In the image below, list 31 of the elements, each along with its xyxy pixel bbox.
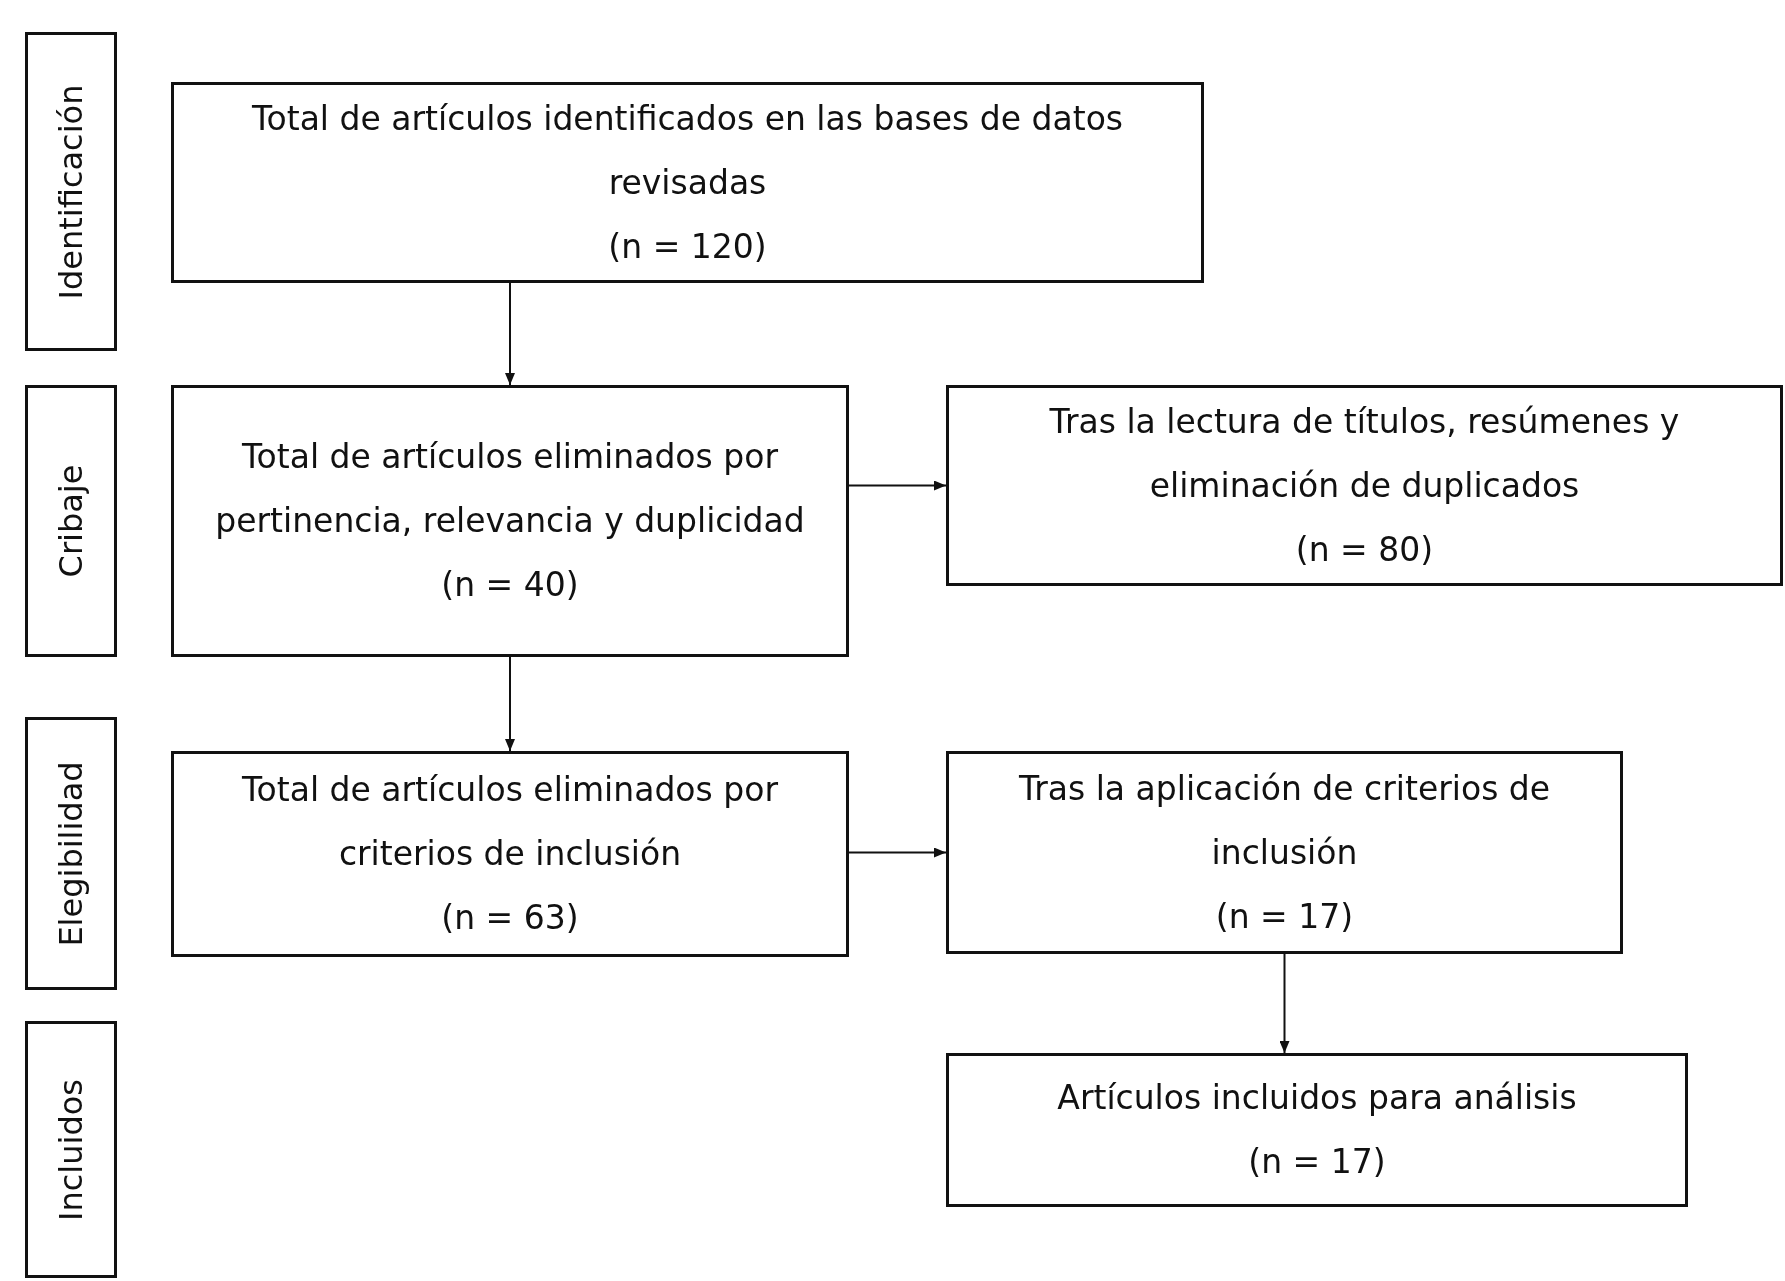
phase-band <box>25 1021 117 1278</box>
box-text: Tras la aplicación de criterios de inclusión <box>1017 767 1552 874</box>
count-text: (n = 63) <box>441 897 579 939</box>
arrow <box>848 847 947 858</box>
arrow <box>1279 953 1290 1054</box>
process-box <box>946 1053 1688 1207</box>
process-box <box>171 82 1204 283</box>
count-text: (n = 40) <box>441 564 579 606</box>
box-text: Artículos incluidos para análisis <box>1057 1077 1577 1119</box>
count-text: (n = 17) <box>1248 1141 1386 1183</box>
phase-label: Cribaje <box>55 464 87 578</box>
phase-label: Incluidos <box>55 1078 87 1221</box>
process-box <box>171 385 849 657</box>
process-box <box>946 385 1783 586</box>
box-text: Total de artículos eliminados por pertinencia, relevancia y duplicidad <box>214 436 806 542</box>
phase-band <box>25 32 117 351</box>
count-text: (n = 120) <box>608 225 767 268</box>
phase-band <box>25 717 117 990</box>
phase-label: Elegibilidad <box>55 760 87 947</box>
arrow <box>848 480 947 491</box>
count-text: (n = 80) <box>1295 528 1434 571</box>
process-box <box>171 751 849 957</box>
phase-band <box>25 385 117 657</box>
box-text: Tras la lectura de títulos, resúmenes y eliminación de duplicados <box>1048 400 1681 507</box>
arrow <box>505 282 515 386</box>
count-text: (n = 17) <box>1215 895 1354 938</box>
process-box <box>946 751 1623 954</box>
arrow <box>505 656 515 752</box>
phase-label: Identificación <box>55 84 87 299</box>
box-text: Total de artículos identificados en las bases de datos revisadas <box>250 97 1125 204</box>
box-text: Total de artículos eliminados por criterios de inclusión <box>241 769 779 875</box>
